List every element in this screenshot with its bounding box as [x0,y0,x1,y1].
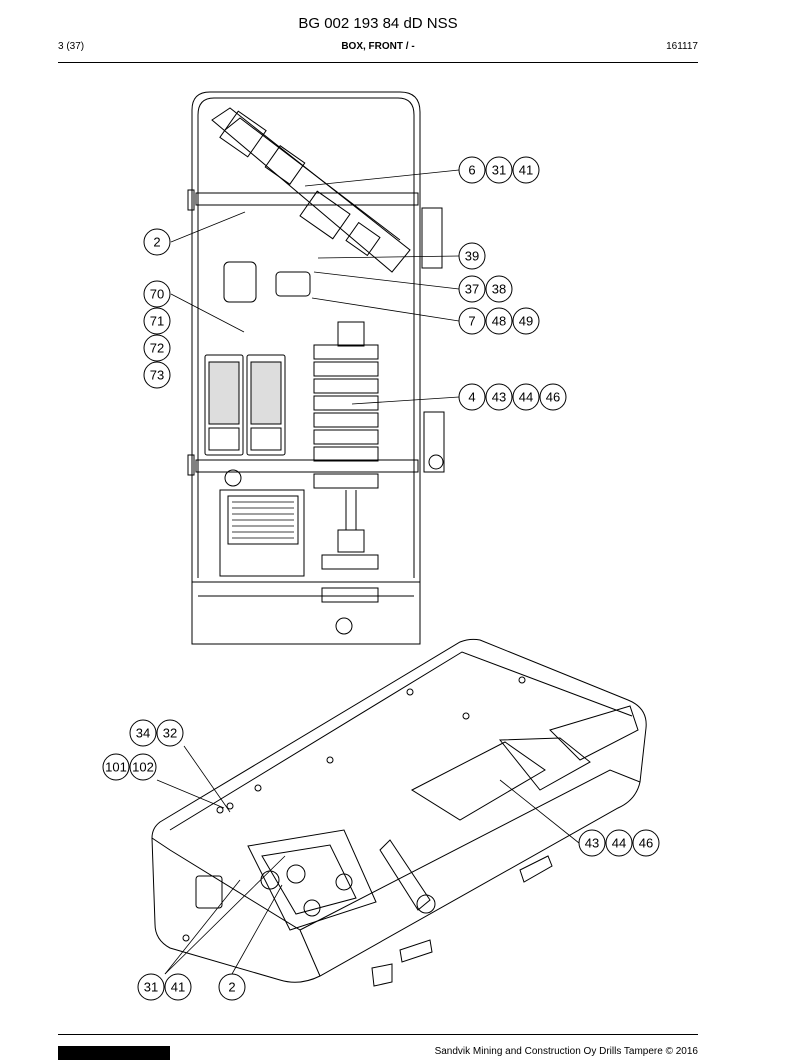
svg-text:44: 44 [519,390,533,405]
callout-73: 73 [143,361,171,389]
callout-38: 38 [485,275,513,303]
svg-text:38: 38 [492,282,506,297]
callout-44: 44 [512,383,540,411]
callout-6: 6 [458,156,486,184]
svg-text:101: 101 [105,760,127,775]
header-rule [58,62,698,63]
svg-text:37: 37 [465,282,479,297]
svg-text:48: 48 [492,314,506,329]
footer-copyright: Sandvik Mining and Construction Oy Drill… [434,1046,698,1057]
isometric-view-drawing [151,638,647,987]
svg-text:72: 72 [150,341,164,356]
valve-stack [313,344,379,603]
svg-text:2: 2 [153,235,160,250]
svg-text:41: 41 [519,163,533,178]
svg-text:73: 73 [150,368,164,383]
svg-text:7: 7 [468,314,475,329]
callout-43: 43 [485,383,513,411]
callout-2-iso: 2 [218,973,246,1001]
callout-31-iso: 31 [137,973,165,1001]
svg-text:2: 2 [228,980,235,995]
svg-text:34: 34 [136,726,150,741]
svg-text:102: 102 [132,760,154,775]
callout-46-iso: 46 [632,829,660,857]
callout-37: 37 [458,275,486,303]
section-title: BOX, FRONT / - [341,41,415,52]
callout-32: 32 [156,719,184,747]
callout-72: 72 [143,334,171,362]
callout-2: 2 [143,228,171,256]
leader-lines [156,169,580,975]
callout-41: 41 [512,156,540,184]
svg-text:31: 31 [144,980,158,995]
callout-70: 70 [143,280,171,308]
svg-text:70: 70 [150,287,164,302]
svg-text:46: 46 [546,390,560,405]
svg-text:43: 43 [585,836,599,851]
svg-text:31: 31 [492,163,506,178]
svg-text:46: 46 [639,836,653,851]
callout-49: 49 [512,307,540,335]
svg-text:49: 49 [519,314,533,329]
callout-101: 101 [102,753,130,781]
page-number: 3 (37) [58,41,85,52]
callout-39: 39 [458,242,486,270]
svg-text:6: 6 [468,163,475,178]
callout-71: 71 [143,307,171,335]
callout-7: 7 [458,307,486,335]
callout-4: 4 [458,383,486,411]
callout-34: 34 [129,719,157,747]
svg-text:71: 71 [150,314,164,329]
svg-text:44: 44 [612,836,626,851]
callout-48: 48 [485,307,513,335]
document-title: BG 002 193 84 dD NSS [298,15,458,32]
callout-31: 31 [485,156,513,184]
callout-43-iso: 43 [578,829,606,857]
svg-text:32: 32 [163,726,177,741]
svg-text:43: 43 [492,390,506,405]
callout-46: 46 [539,383,567,411]
svg-text:41: 41 [171,980,185,995]
sandvik-logo [58,1046,170,1060]
footer-rule [58,1034,698,1035]
svg-text:4: 4 [468,390,475,405]
front-view-drawing [187,91,445,645]
callout-102: 102 [129,753,157,781]
document-date: 161117 [666,41,698,52]
callout-44-iso: 44 [605,829,633,857]
svg-text:39: 39 [465,249,479,264]
callout-41-iso: 41 [164,973,192,1001]
